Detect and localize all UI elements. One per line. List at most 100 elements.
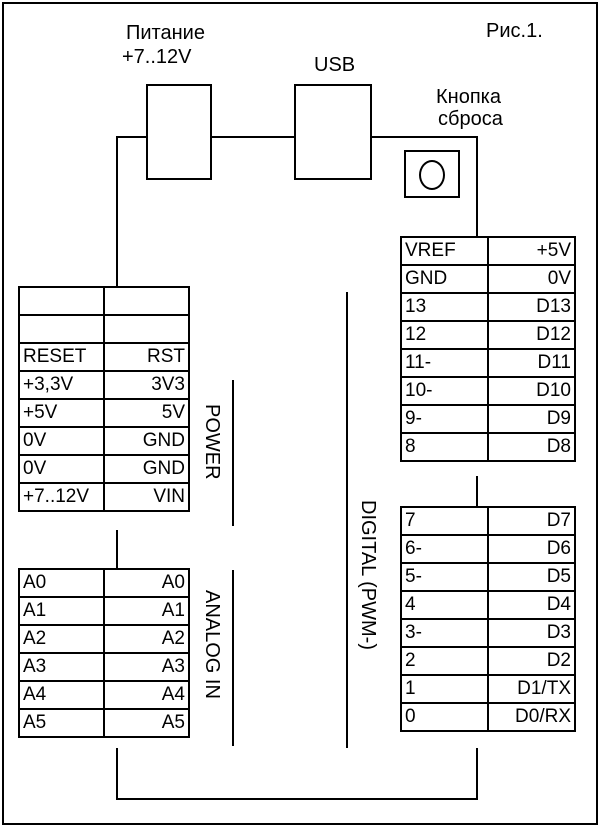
board-right-edge-upper [476,136,478,236]
analog-pin-label: A3 [18,652,105,682]
digital-lower-pin-name: D4 [487,590,576,620]
power-jack-connector [146,84,212,180]
digital-upper-pin-name: +5V [487,236,576,266]
power-row [18,314,190,344]
analog-pin-name: A5 [103,708,190,738]
digital-lower-pin-name: D0/RX [487,702,576,732]
power-pin-name: VIN [103,482,190,512]
board-right-edge-middle [476,476,478,506]
digital-upper-pin-name: D11 [487,348,576,378]
power-pin-name: GND [103,426,190,456]
digital-lower-pin-label: 0 [400,702,489,732]
digital-upper-pin-name: 0V [487,264,576,294]
digital-upper-row: 9-D9 [400,404,576,434]
digital-lower-pin-name: D7 [487,506,576,536]
power-pin-label [18,314,105,344]
power-pin-label: +5V [18,398,105,428]
digital-lower-pin-label: 4 [400,590,489,620]
board-left-edge-upper [116,136,118,286]
power-pin-name: GND [103,454,190,484]
power-pin-name [103,286,190,316]
digital-lower-pin-label: 5- [400,562,489,592]
digital-upper-row: 10-D10 [400,376,576,406]
digital-upper-pin-label: 9- [400,404,489,434]
digital-upper-row: VREF+5V [400,236,576,266]
power-section-label: POWER [201,404,223,480]
digital-upper-row: 11-D11 [400,348,576,378]
analog-pin-name: A0 [103,568,190,598]
digital-lower-pin-name: D3 [487,618,576,648]
board-left-edge-middle [116,530,118,568]
reset-label-line1: Кнопка [436,86,501,108]
power-pin-label: 0V [18,454,105,484]
analog-pin-name: A2 [103,624,190,654]
analog-section-bracket [232,570,234,746]
digital-upper-pin-label: VREF [400,236,489,266]
digital-lower-pin-name: D2 [487,646,576,676]
digital-lower-row: 3-D3 [400,618,576,648]
digital-section-label: DIGITAL (PWM-) [357,500,379,650]
digital-lower-pin-name: D1/TX [487,674,576,704]
digital-lower-pin-label: 1 [400,674,489,704]
digital-lower-pin-label: 6- [400,534,489,564]
analog-pin-label: A1 [18,596,105,626]
power-pin-name: 5V [103,398,190,428]
usb-label: USB [314,54,356,76]
digital-lower-pin-label: 7 [400,506,489,536]
digital-upper-pin-label: 11- [400,348,489,378]
power-pin-name [103,314,190,344]
power-input-label-line1: Питание [126,22,205,44]
reset-button[interactable] [404,150,460,198]
digital-upper-pin-label: 12 [400,320,489,350]
analog-pin-name: A3 [103,652,190,682]
power-pin-label [18,286,105,316]
digital-upper-pin-label: 13 [400,292,489,322]
board-bottom-edge [116,798,478,800]
reset-label-line2: сброса [438,108,503,130]
board-right-edge-lower [476,748,478,800]
power-input-label-line2: +7..12V [122,46,192,68]
digital-upper-pin-name: D12 [487,320,576,350]
analog-section-label: ANALOG IN [201,590,223,699]
digital-section-bracket [346,292,348,748]
figure-label: Рис.1. [486,20,543,42]
analog-pin-label: A4 [18,680,105,710]
digital-lower-pin-label: 3- [400,618,489,648]
digital-upper-pin-name: D13 [487,292,576,322]
usb-connector [294,84,372,180]
board-left-edge-lower [116,748,118,798]
power-pin-name: RST [103,342,190,372]
digital-lower-pin-name: D5 [487,562,576,592]
power-pin-label: +3,3V [18,370,105,400]
power-row [18,286,190,316]
power-pin-label: 0V [18,426,105,456]
reset-button-circle-icon [419,160,445,190]
power-pin-name: 3V3 [103,370,190,400]
analog-pin-label: A5 [18,708,105,738]
digital-upper-pin-name: D8 [487,432,576,462]
analog-pin-name: A4 [103,680,190,710]
power-pin-label: RESET [18,342,105,372]
digital-upper-pin-name: D10 [487,376,576,406]
digital-lower-row: 5-D5 [400,562,576,592]
